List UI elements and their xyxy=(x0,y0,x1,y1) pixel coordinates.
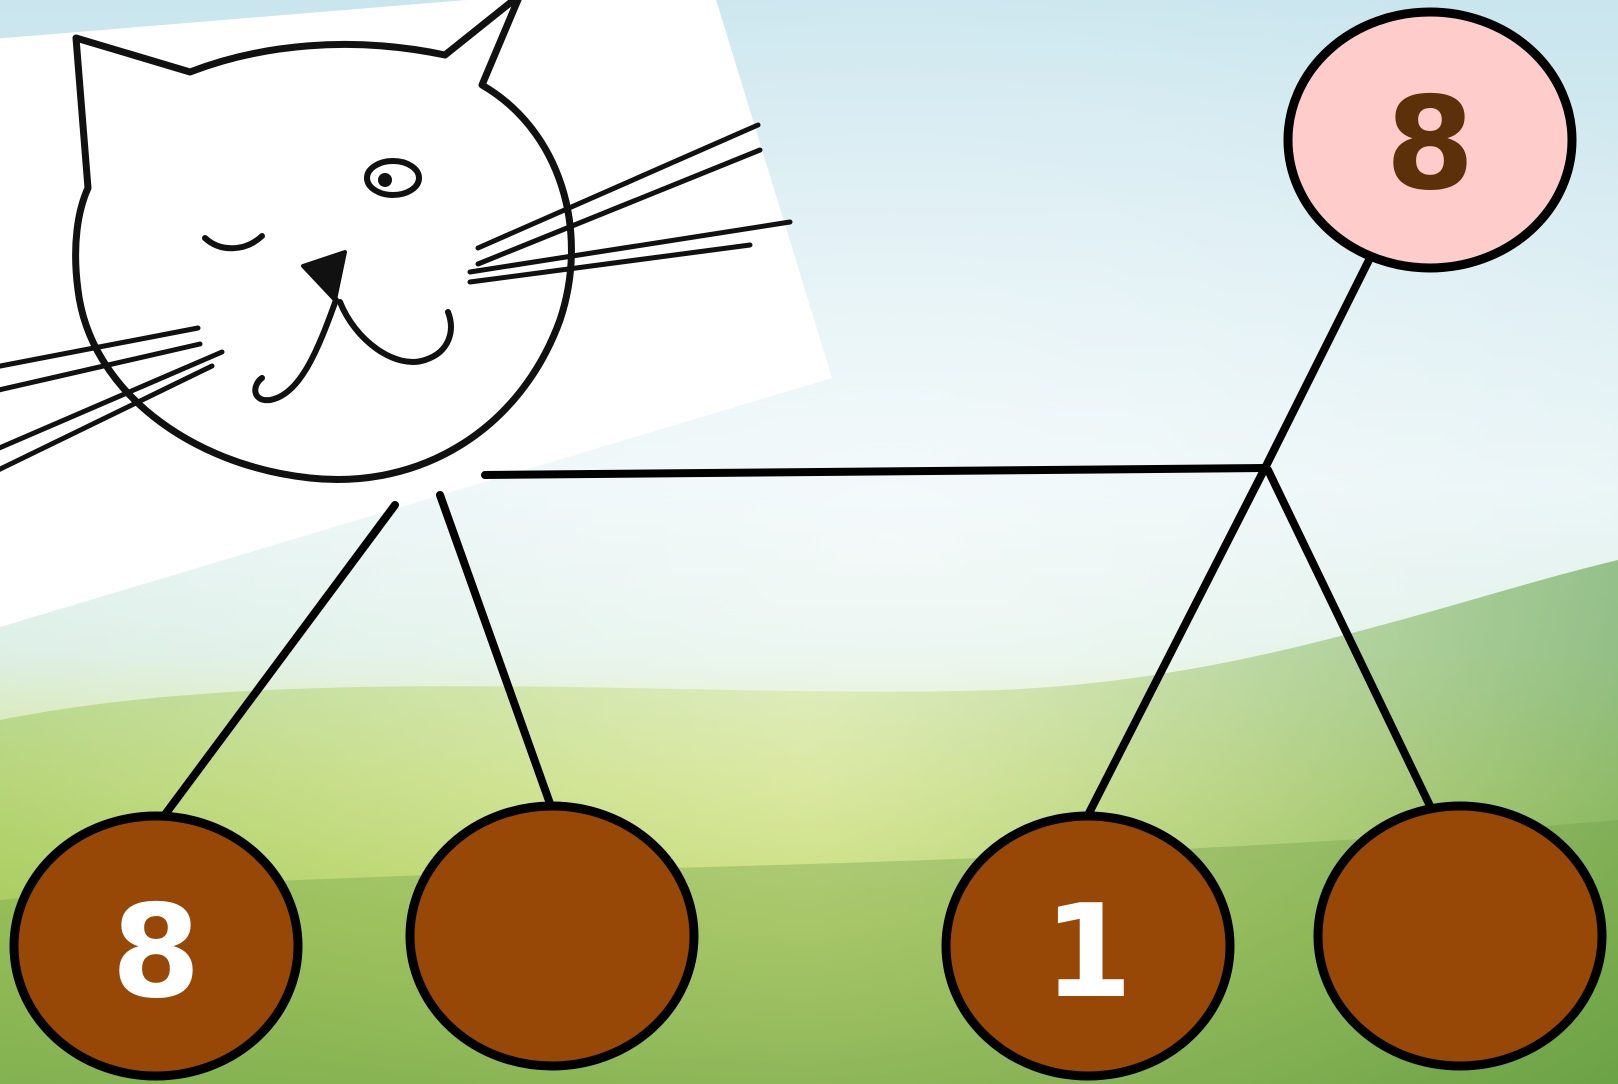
right-part-node-a[interactable]: 1 xyxy=(941,811,1235,1081)
left-part-node-a[interactable]: 8 xyxy=(9,811,303,1081)
cross-bar-line xyxy=(481,464,1269,479)
cat-card-background xyxy=(0,0,832,628)
right-part-node-b[interactable] xyxy=(1313,801,1607,1071)
top-to-junction-line xyxy=(1261,254,1374,472)
left-part-node-b[interactable] xyxy=(405,801,699,1071)
left-split-line-a xyxy=(151,501,399,832)
top-node-circle xyxy=(1283,7,1577,273)
winking-cat-face-icon xyxy=(0,0,793,483)
cat-picture-card xyxy=(0,0,832,628)
left-split-line-b xyxy=(436,491,557,816)
right-split-line-a xyxy=(1084,464,1269,819)
left-node-b-circle xyxy=(405,801,699,1071)
top-whole-node: 8 xyxy=(1283,7,1577,273)
right-node-b-circle xyxy=(1313,801,1607,1071)
left-node-a-label: 8 xyxy=(111,878,200,1027)
bond-connectors xyxy=(151,254,1436,832)
left-node-a-circle xyxy=(9,811,303,1081)
right-node-a-circle xyxy=(941,811,1235,1081)
top-node-label: 8 xyxy=(1385,70,1474,219)
right-split-line-b xyxy=(1264,466,1436,814)
right-node-a-label: 1 xyxy=(1043,878,1132,1027)
